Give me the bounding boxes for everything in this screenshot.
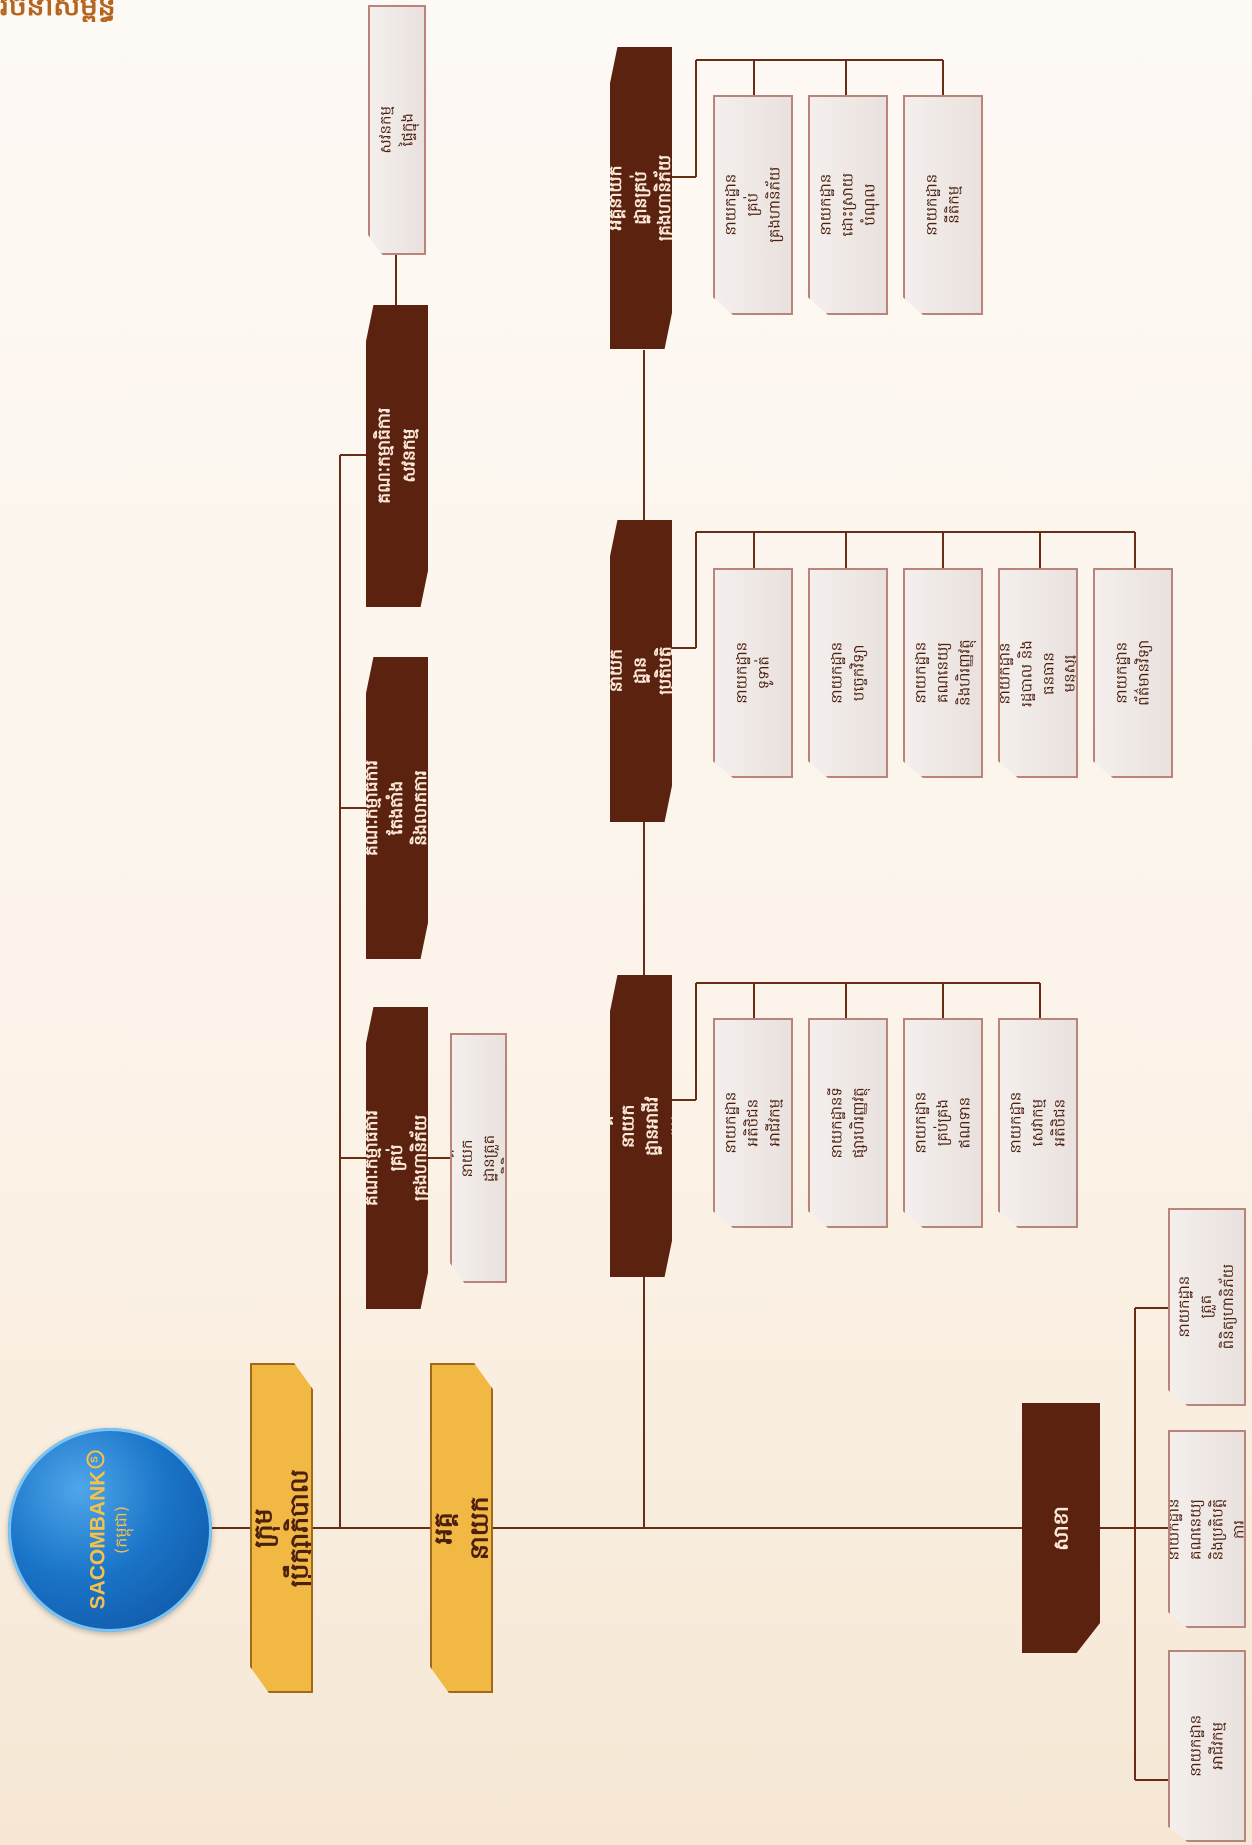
sacombank-logo: SACOMBANKS (កម្ពុជា) — [8, 1428, 212, 1632]
logo-brand-text: SACOMBANK — [85, 1470, 109, 1610]
risk-unit-node: នាយកដ្ឋានដោះស្រាយបំណុល — [808, 95, 888, 315]
business-unit-node: នាយកដ្ឋានទីផ្សារហិរញ្ញវត្ថុ — [808, 1018, 888, 1228]
branch-unit-node: នាយកដ្ឋានអាជីវកម្ម — [1168, 1650, 1246, 1842]
risk-unit-node: នាយកដ្ឋានគ្រប់គ្រងហានិភ័យ — [713, 95, 793, 315]
board-of-directors-node: ក្រុមប្រឹក្សាភិបាល — [250, 1363, 313, 1693]
operations-unit-node: នាយកដ្ឋាន គណនេយ្យ និងហិរញ្ញវត្ថុ — [903, 568, 983, 778]
branch-node: សាខា — [1022, 1403, 1100, 1653]
business-unit-node: នាយកដ្ឋានសេវាកម្មអតិថិជន — [998, 1018, 1078, 1228]
audit-committee-node: គណៈកម្មាធិការសវនកម្ម — [366, 305, 428, 607]
page-headline: រចនាសម្ព័ន្ធ — [0, 0, 116, 22]
operations-unit-node: នាយកដ្ឋានទូទាត់ — [713, 568, 793, 778]
operations-division-node: អគ្គនាយកដ្ឋានប្រតិបត្តិការ — [610, 520, 672, 822]
sacombank-s-icon: S — [85, 1450, 104, 1469]
operations-unit-node: នាយកដ្ឋានព័ត៌មានវិទ្យា — [1093, 568, 1173, 778]
internal-audit-node: សវនកម្មផ្ទៃក្នុង — [368, 5, 426, 255]
branch-unit-node: នាយកដ្ឋាន ត្រួតពិនិត្យហានិភ័យ — [1168, 1208, 1246, 1406]
branch-unit-node: នាយកដ្ឋាន គណនេយ្យ និងប្រតិបត្តិការ — [1168, 1430, 1246, 1628]
risk-committee-node: គណៈកម្មាធិការគ្រប់គ្រងហានិភ័យ — [366, 1007, 428, 1309]
business-unit-node: នាយកដ្ឋានអតិថិជនអាជីវកម្ម — [713, 1018, 793, 1228]
ceo-node: អគ្គនាយក — [430, 1363, 493, 1693]
nomination-committee-node: គណៈកម្មាធិការតែងតាំង និងលាភការ — [366, 657, 428, 959]
risk-unit-node: នាយកដ្ឋាននីតិកម្ម — [903, 95, 983, 315]
risk-division-node: អគ្គនាយកដ្ឋានគ្រប់គ្រងហានិភ័យ — [610, 47, 672, 349]
operations-unit-node: នាយកដ្ឋានបច្ចេកវិទ្យា — [808, 568, 888, 778]
business-division-node: អគ្គនាយកដ្ឋានអាជីវកម្ម — [610, 975, 672, 1277]
business-unit-node: នាយកដ្ឋានគ្រប់គ្រងឥណទាន — [903, 1018, 983, 1228]
internal-control-node: អគ្គនាយកដ្ឋានត្រួតពិនិត្យ — [450, 1033, 507, 1283]
logo-sub-text: (កម្ពុជា) — [110, 1505, 130, 1555]
operations-unit-node: នាយកដ្ឋាន រដ្ឋបាល និងធនធានមនុស្ស — [998, 568, 1078, 778]
